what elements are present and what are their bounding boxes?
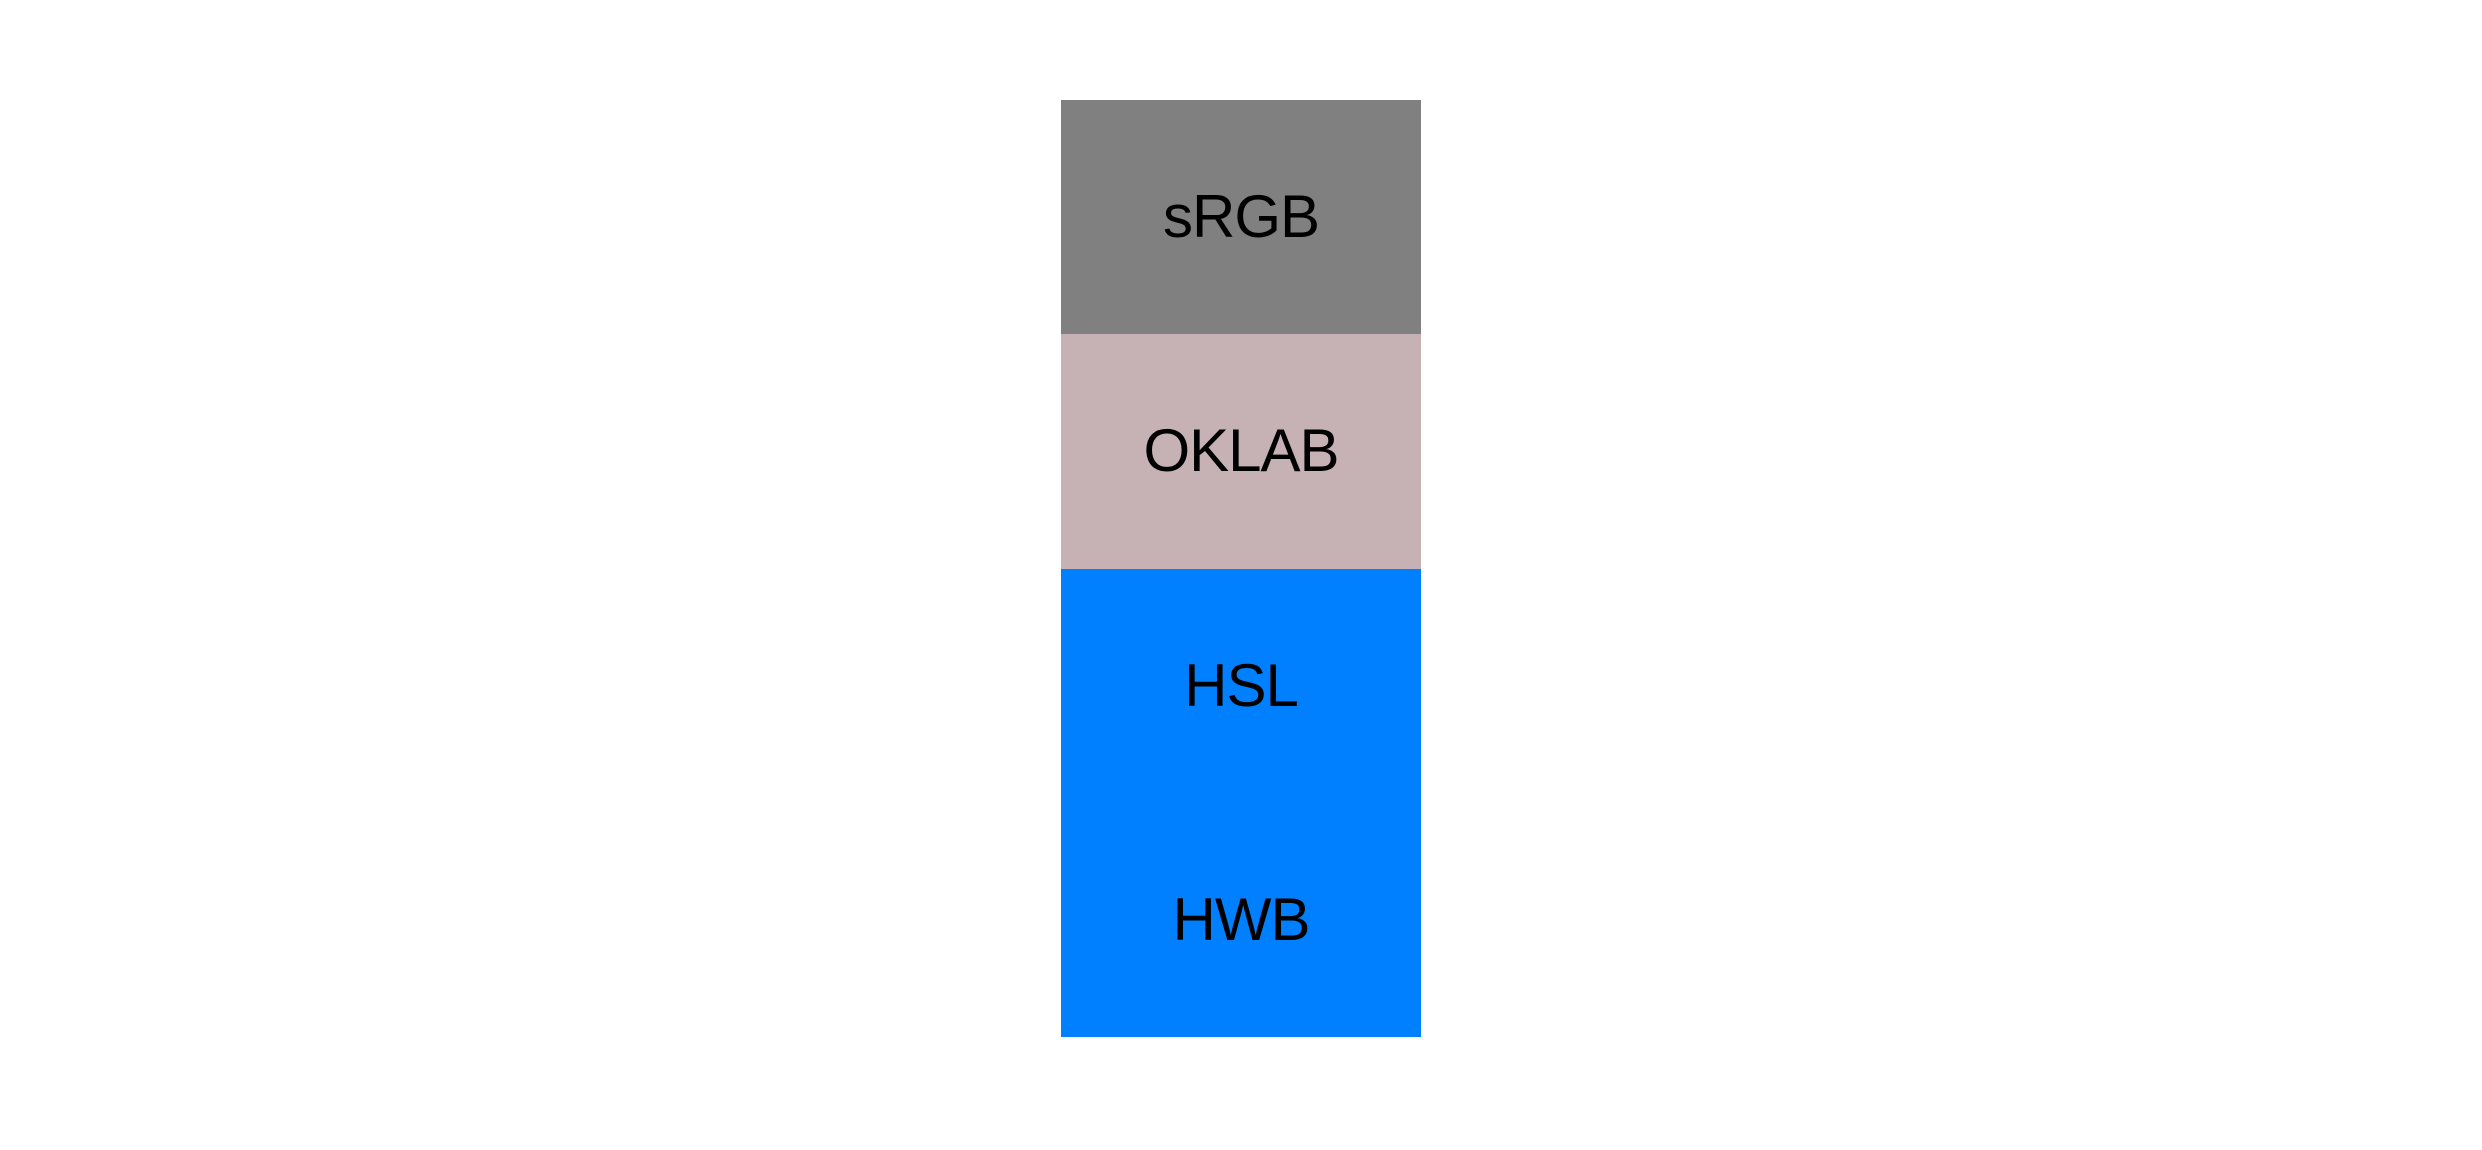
swatch-hsl: HSL	[1061, 568, 1421, 803]
swatch-label-hwb: HWB	[1172, 885, 1311, 953]
swatch-label-srgb: sRGB	[1162, 183, 1320, 251]
color-space-swatch-column: sRGB OKLAB HSL HWB	[1061, 100, 1421, 1037]
swatch-label-oklab: OKLAB	[1143, 417, 1339, 485]
swatch-srgb: sRGB	[1061, 100, 1421, 335]
swatch-hwb: HWB	[1061, 802, 1421, 1037]
swatch-oklab: OKLAB	[1061, 334, 1421, 569]
swatch-label-hsl: HSL	[1184, 651, 1299, 719]
